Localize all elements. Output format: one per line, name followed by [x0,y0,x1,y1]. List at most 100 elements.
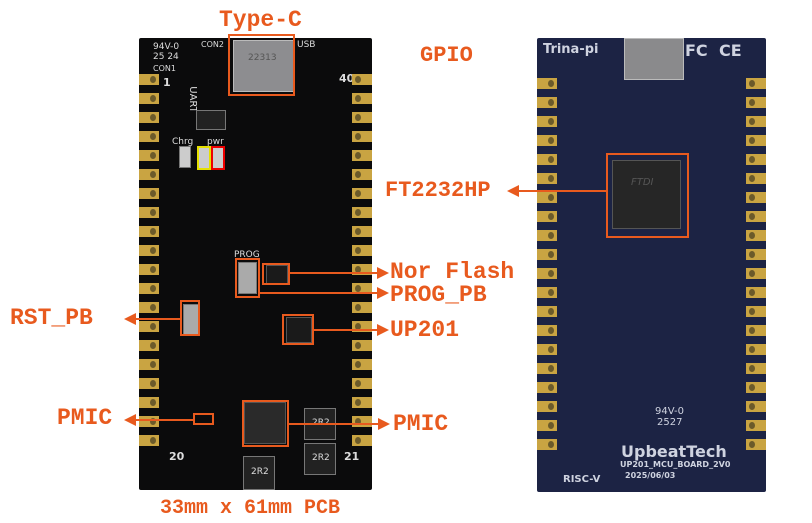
silk-rating: 94V-0 [153,42,180,52]
brand: UpbeatTech [621,442,727,461]
ft2232hp-chip: FTDI [612,160,681,229]
leader-nor-flash [290,272,378,274]
arrow-prog-pb [377,287,389,299]
gpio-pad [139,378,159,389]
rating: 94V-0 [655,406,684,417]
gpio-pad [537,382,557,393]
gpio-pad [352,397,372,408]
label-gpio: GPIO [420,43,473,68]
gpio-pad [746,135,766,146]
silk-prog: PROG [234,250,260,260]
gpio-pad [746,116,766,127]
label-pmic-right: PMIC [393,411,449,437]
gpio-pad [537,287,557,298]
gpio-pad [139,74,159,85]
highlight-pmic-left [193,413,214,425]
gpio-pad [352,112,372,123]
label-pmic-left: PMIC [57,405,113,431]
board-id: UP201_MCU_BOARD_2V0 [620,460,731,469]
gpio-pad [352,169,372,180]
led-pwr [211,146,225,170]
gpio-pad [537,401,557,412]
gpio-pad [746,420,766,431]
arrow-ft2232hp [507,185,519,197]
right-pcb-board: Trina-pi FC CE FTDI 94V-0 2527 UpbeatTec… [537,38,766,492]
gpio-pad [746,401,766,412]
gpio-pad [139,188,159,199]
gpio-pad [352,245,372,256]
gpio-pad [139,283,159,294]
gpio-pad [537,230,557,241]
label-ft2232hp: FT2232HP [385,178,491,203]
gpio-pad [746,211,766,222]
silk-usb: USB [297,40,316,50]
inductor: 2R2 [304,443,336,475]
gpio-pad [352,378,372,389]
gpio-pad [746,268,766,279]
gpio-pad [139,302,159,313]
gpio-pad [139,93,159,104]
gpio-pad [352,340,372,351]
leader-pmic-left [135,419,193,421]
gpio-pad [352,207,372,218]
gpio-pad [746,173,766,184]
gpio-pad [537,116,557,127]
regulator [196,110,226,130]
usb-c-connector: 22313 [233,40,295,92]
gpio-pad [139,207,159,218]
leader-pmic-right [289,423,379,425]
left-pcb-board: 94V-0 25 24 CON1 CON2 USB 1 40 20 21 UAR… [139,38,372,490]
highlight-prog-pb [235,258,260,298]
gpio-pad [746,306,766,317]
gpio-pad [537,306,557,317]
silk-date: 25 24 [153,52,179,62]
board-date: 2025/06/03 [625,471,676,480]
gpio-pad [352,302,372,313]
gpio-pad [537,78,557,89]
gpio-pad [746,249,766,260]
risc-v-logo: RISC-V [563,474,601,485]
gpio-pad [139,245,159,256]
gpio-pad [537,363,557,374]
gpio-pad [139,416,159,427]
gpio-pad [746,382,766,393]
prog-button [238,262,257,294]
silk-con1: CON1 [153,64,176,73]
gpio-pad [537,420,557,431]
highlight-type-c [228,34,295,96]
highlight-ft2232hp [606,153,689,238]
gpio-pad [352,264,372,275]
gpio-pad [537,268,557,279]
gpio-pad [139,340,159,351]
gpio-pad [139,359,159,370]
gpio-pad [139,150,159,161]
led-chrg [179,146,191,168]
label-type-c: Type-C [219,7,302,33]
silk-pin20: 20 [169,450,185,463]
gpio-pad [352,188,372,199]
gpio-pad [352,283,372,294]
label-prog-pb: PROG_PB [390,282,487,308]
silk-pin1: 1 [163,76,171,89]
gpio-pad [352,93,372,104]
gpio-pad [746,363,766,374]
gpio-pad [746,287,766,298]
gpio-pad [352,226,372,237]
silk-con2: CON2 [201,40,224,49]
silk-pin40: 40 [339,72,355,85]
gpio-pad [746,344,766,355]
gpio-pad [352,321,372,332]
gpio-pad [139,226,159,237]
highlight-nor-flash [262,263,290,285]
gpio-pad [746,230,766,241]
gpio-pad [352,131,372,142]
arrow-nor-flash [377,267,389,279]
gpio-pad [352,359,372,370]
gpio-pad [139,169,159,180]
gpio-pad [139,131,159,142]
gpio-pad [537,439,557,450]
silk-uart: UART [186,86,198,113]
label-dimensions: 33mm x 61mm PCB [160,497,341,520]
label-rst-pb: RST_PB [10,305,93,331]
led-yellow [197,146,211,170]
